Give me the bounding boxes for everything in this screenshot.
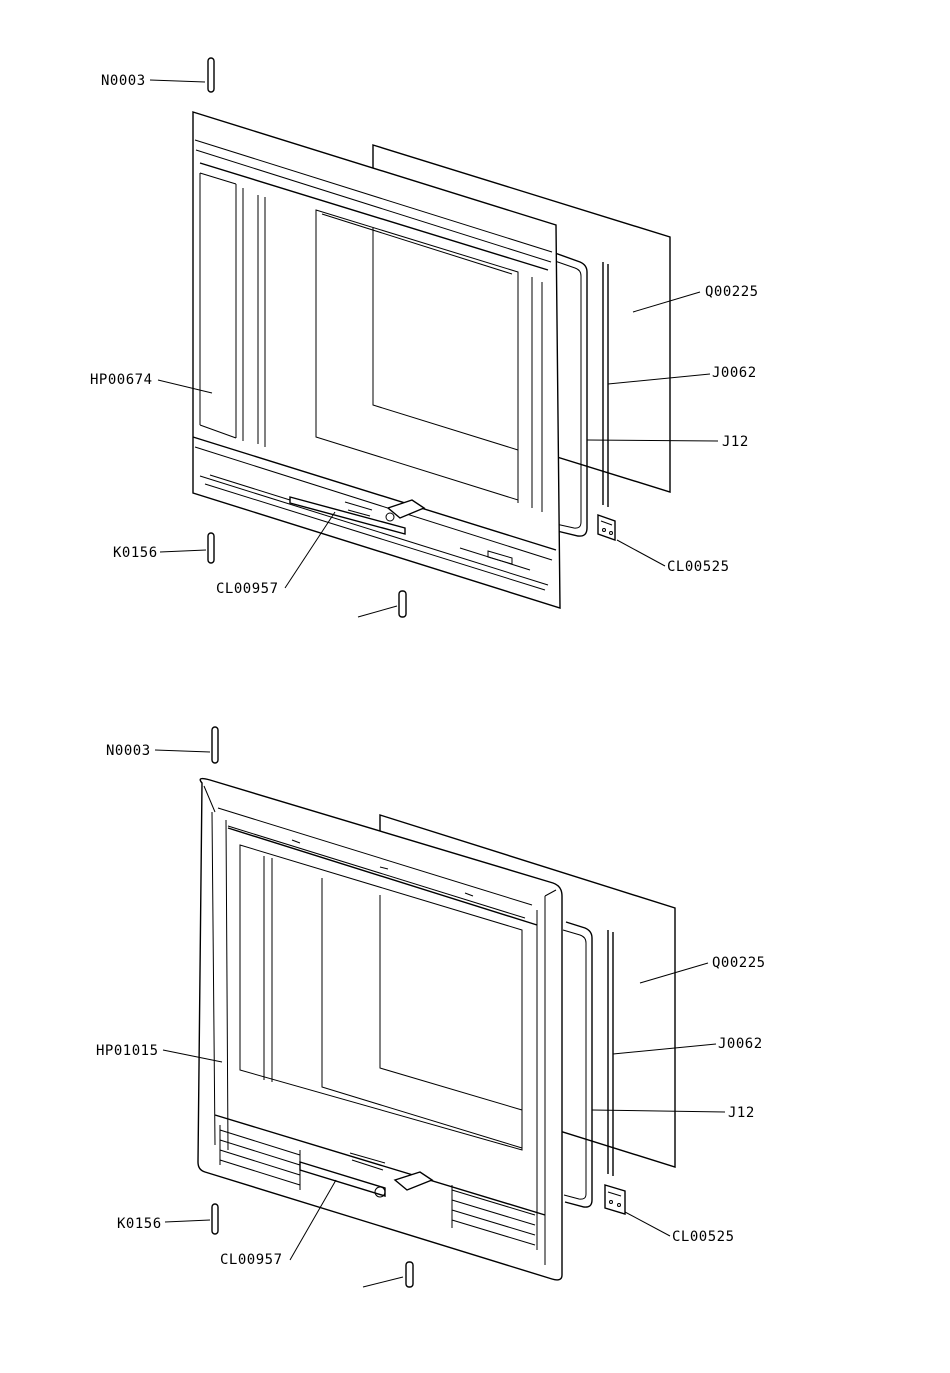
label-top-n0003: N0003 <box>101 73 146 89</box>
diagram-bottom: N0003 Q00225 HP01015 J0062 J12 K0156 CL0… <box>96 727 766 1287</box>
label-bottom-j12: J12 <box>728 1105 755 1121</box>
diagram-top: N0003 Q00225 HP00674 J0062 J12 K0156 CL0… <box>90 58 759 617</box>
label-bottom-cl00525: CL00525 <box>672 1229 735 1245</box>
label-top-cl00525: CL00525 <box>667 559 730 575</box>
label-bottom-j0062: J0062 <box>718 1036 763 1052</box>
clip-bottom <box>605 1185 625 1214</box>
label-bottom-k0156: K0156 <box>117 1216 162 1232</box>
label-top-q00225: Q00225 <box>705 284 759 300</box>
label-top-hp00674: HP00674 <box>90 372 153 388</box>
label-bottom-hp01015: HP01015 <box>96 1043 159 1059</box>
pin-bottom-lower <box>406 1262 413 1287</box>
label-top-j0062: J0062 <box>712 365 757 381</box>
label-bottom-cl00957: CL00957 <box>220 1252 283 1268</box>
pin-left-k0156 <box>208 533 214 563</box>
label-bottom-n0003: N0003 <box>106 743 151 759</box>
label-bottom-q00225: Q00225 <box>712 955 766 971</box>
label-top-k0156: K0156 <box>113 545 158 561</box>
pin-bottom-k0156 <box>212 1204 218 1234</box>
pin-bottom-n0003 <box>212 727 218 763</box>
pin-top-n0003 <box>208 58 214 92</box>
pin-bottom <box>399 591 406 617</box>
label-top-cl00957: CL00957 <box>216 581 279 597</box>
clip-top <box>598 515 615 540</box>
label-top-j12: J12 <box>722 434 749 450</box>
